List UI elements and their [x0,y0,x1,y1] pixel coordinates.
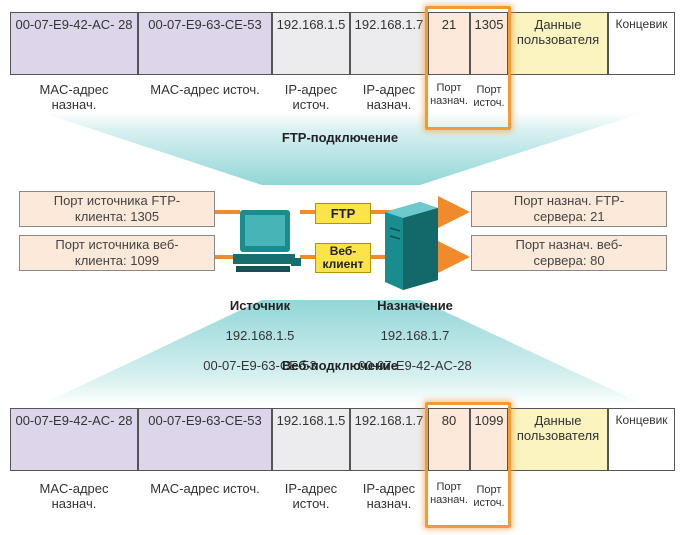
ftp-server-port-box: Порт назнач. FTP- сервера: 21 [471,191,667,227]
web-client-tag: Веб- клиент [315,243,371,273]
frame-cell: 192.168.1.7 [350,12,428,75]
computer-icon [233,210,301,272]
frame-cell: 192.168.1.5 [272,408,350,471]
port-highlight [425,402,511,528]
destination-ip: 192.168.1.7 [380,328,450,343]
ftp-tag: FTP [315,203,371,224]
ftp-client-port-box: Порт источника FTP- клиента: 1305 [19,191,215,227]
frame-cell: 1305 [470,12,508,75]
port-highlight [425,6,511,130]
frame-label: IP-адрес источ. [284,481,338,511]
web-client-port-box: Порт источника веб- клиента: 1099 [19,235,215,271]
frame-label: Порт назнач. [430,82,468,107]
frame-label: Порт источ. [473,484,505,509]
frame-cell: Данные пользователя [508,12,608,75]
frame-label: MAC-адрес назнач. [39,481,109,511]
destination-host-label: Назначение 192.168.1.7 00-07-E9-42-AC-28 [345,283,485,373]
source-title: Источник [229,298,291,313]
frame-label: IP-адрес назнач. [362,481,416,511]
web-connection-heading: Веб-подключение [281,358,399,373]
frame-cell: 1099 [470,408,508,471]
frame-cell: 00-07-E9-63-CE-53 [138,12,272,75]
ftp-connection-heading: FTP-подключение [281,130,399,145]
destination-title: Назначение [377,298,453,313]
source-mac: 00-07-E9-63-CE-53 [203,358,317,373]
frame-label: IP-адрес назнач. [362,82,416,112]
frame-cell: Концевик [608,408,675,471]
web-frame: 00-07-E9-42-AC- 28 00-07-E9-63-CE-53 192… [10,408,675,473]
server-icon [385,202,438,290]
frame-label: IP-адрес источ. [284,82,338,112]
frame-label: Порт назнач. [430,481,468,506]
frame-cell: 192.168.1.7 [350,408,428,471]
web-server-port-box: Порт назнач. веб- сервера: 80 [471,235,667,271]
frame-cell: 80 [428,408,470,471]
frame-label: MAC-адрес источ. [150,481,260,496]
frame-cell: 00-07-E9-42-AC- 28 [10,408,138,471]
destination-mac: 00-07-E9-42-AC-28 [358,358,472,373]
frame-label: MAC-адрес назнач. [39,82,109,112]
frame-cell: Данные пользователя [508,408,608,471]
frame-cell: 192.168.1.5 [272,12,350,75]
source-ip: 192.168.1.5 [225,328,295,343]
ftp-frame: 00-07-E9-42-AC- 28 00-07-E9-63-CE-53 192… [10,12,675,77]
frame-label: Порт источ. [473,84,505,109]
frame-cell: 00-07-E9-42-AC- 28 [10,12,138,75]
frame-cell: 00-07-E9-63-CE-53 [138,408,272,471]
frame-label: MAC-адрес источ. [150,82,260,97]
frame-cell: 21 [428,12,470,75]
frame-cell: Концевик [608,12,675,75]
source-host-label: Источник 192.168.1.5 00-07-E9-63-CE-53 [190,283,330,373]
